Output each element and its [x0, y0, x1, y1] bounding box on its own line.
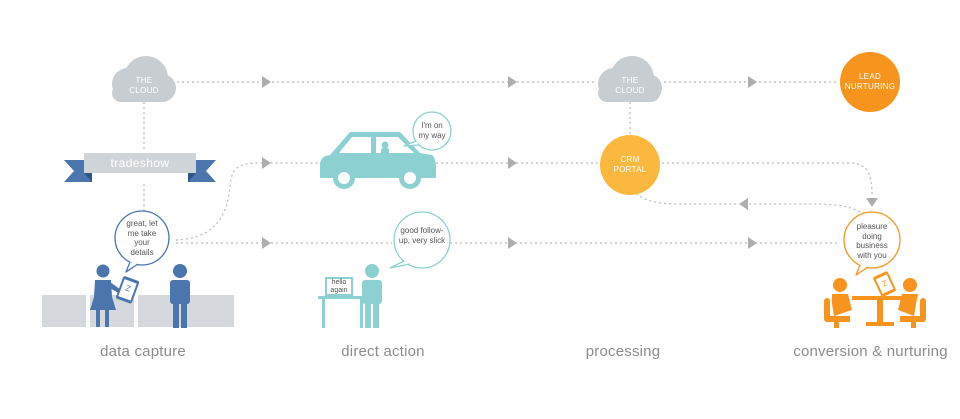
man-figure [170, 264, 190, 328]
arrowheads [262, 76, 878, 249]
mid-line-left [175, 162, 326, 241]
cloud-left-label: THE CLOUD [129, 76, 159, 95]
monitor-sign-text: hello again [330, 279, 348, 294]
lead-nurturing-circle [840, 52, 900, 112]
arrow-head-left [739, 198, 748, 210]
arrow-head [262, 237, 271, 249]
tradeshow-banner [64, 153, 216, 182]
stage-label-data-capture: data capture [100, 343, 186, 360]
bubble-on-my-way [403, 111, 452, 151]
stage-label-conversion-nurturing: conversion & nurturing [793, 343, 948, 360]
woman-figure [90, 264, 124, 327]
stage-label-direct-action: direct action [341, 343, 425, 360]
bubble-pleasure [843, 211, 901, 276]
arrow-head [262, 76, 271, 88]
crm-portal-label: CRM PORTAL [613, 155, 647, 174]
crm-portal-circle [600, 135, 660, 195]
desk-scene [318, 264, 382, 328]
cloud-left [112, 56, 176, 102]
bubble-details [114, 210, 170, 273]
booth-panels [42, 295, 234, 327]
bubble-on-my-way-text: I'm on my way [418, 121, 446, 140]
arrow-head [262, 157, 271, 169]
bubble-follow-up-text: good follow-up, very slick [398, 226, 446, 245]
tablet-icon [116, 276, 140, 304]
crm-to-right [662, 162, 873, 196]
bubble-details-text: great, let me take your details [126, 219, 158, 257]
bubble-pleasure-text: pleasure doing business with you [856, 222, 888, 260]
arrow-head [508, 237, 517, 249]
tablet-icon-meeting [873, 271, 896, 297]
arrow-head [748, 76, 757, 88]
arrow-head-down [866, 198, 878, 207]
arrow-head [508, 157, 517, 169]
stage-label-processing: processing [585, 343, 661, 360]
cloud-right [598, 56, 662, 102]
meeting-scene [824, 278, 926, 328]
lead-nurturing-label: LEAD NURTURING [844, 72, 896, 91]
arrow-head [748, 237, 757, 249]
tradeshow-label: tradeshow [110, 156, 170, 170]
car-icon [320, 132, 436, 189]
arrow-head [508, 76, 517, 88]
cloud-right-label: THE CLOUD [615, 76, 645, 95]
bubble-follow-up [389, 211, 451, 269]
